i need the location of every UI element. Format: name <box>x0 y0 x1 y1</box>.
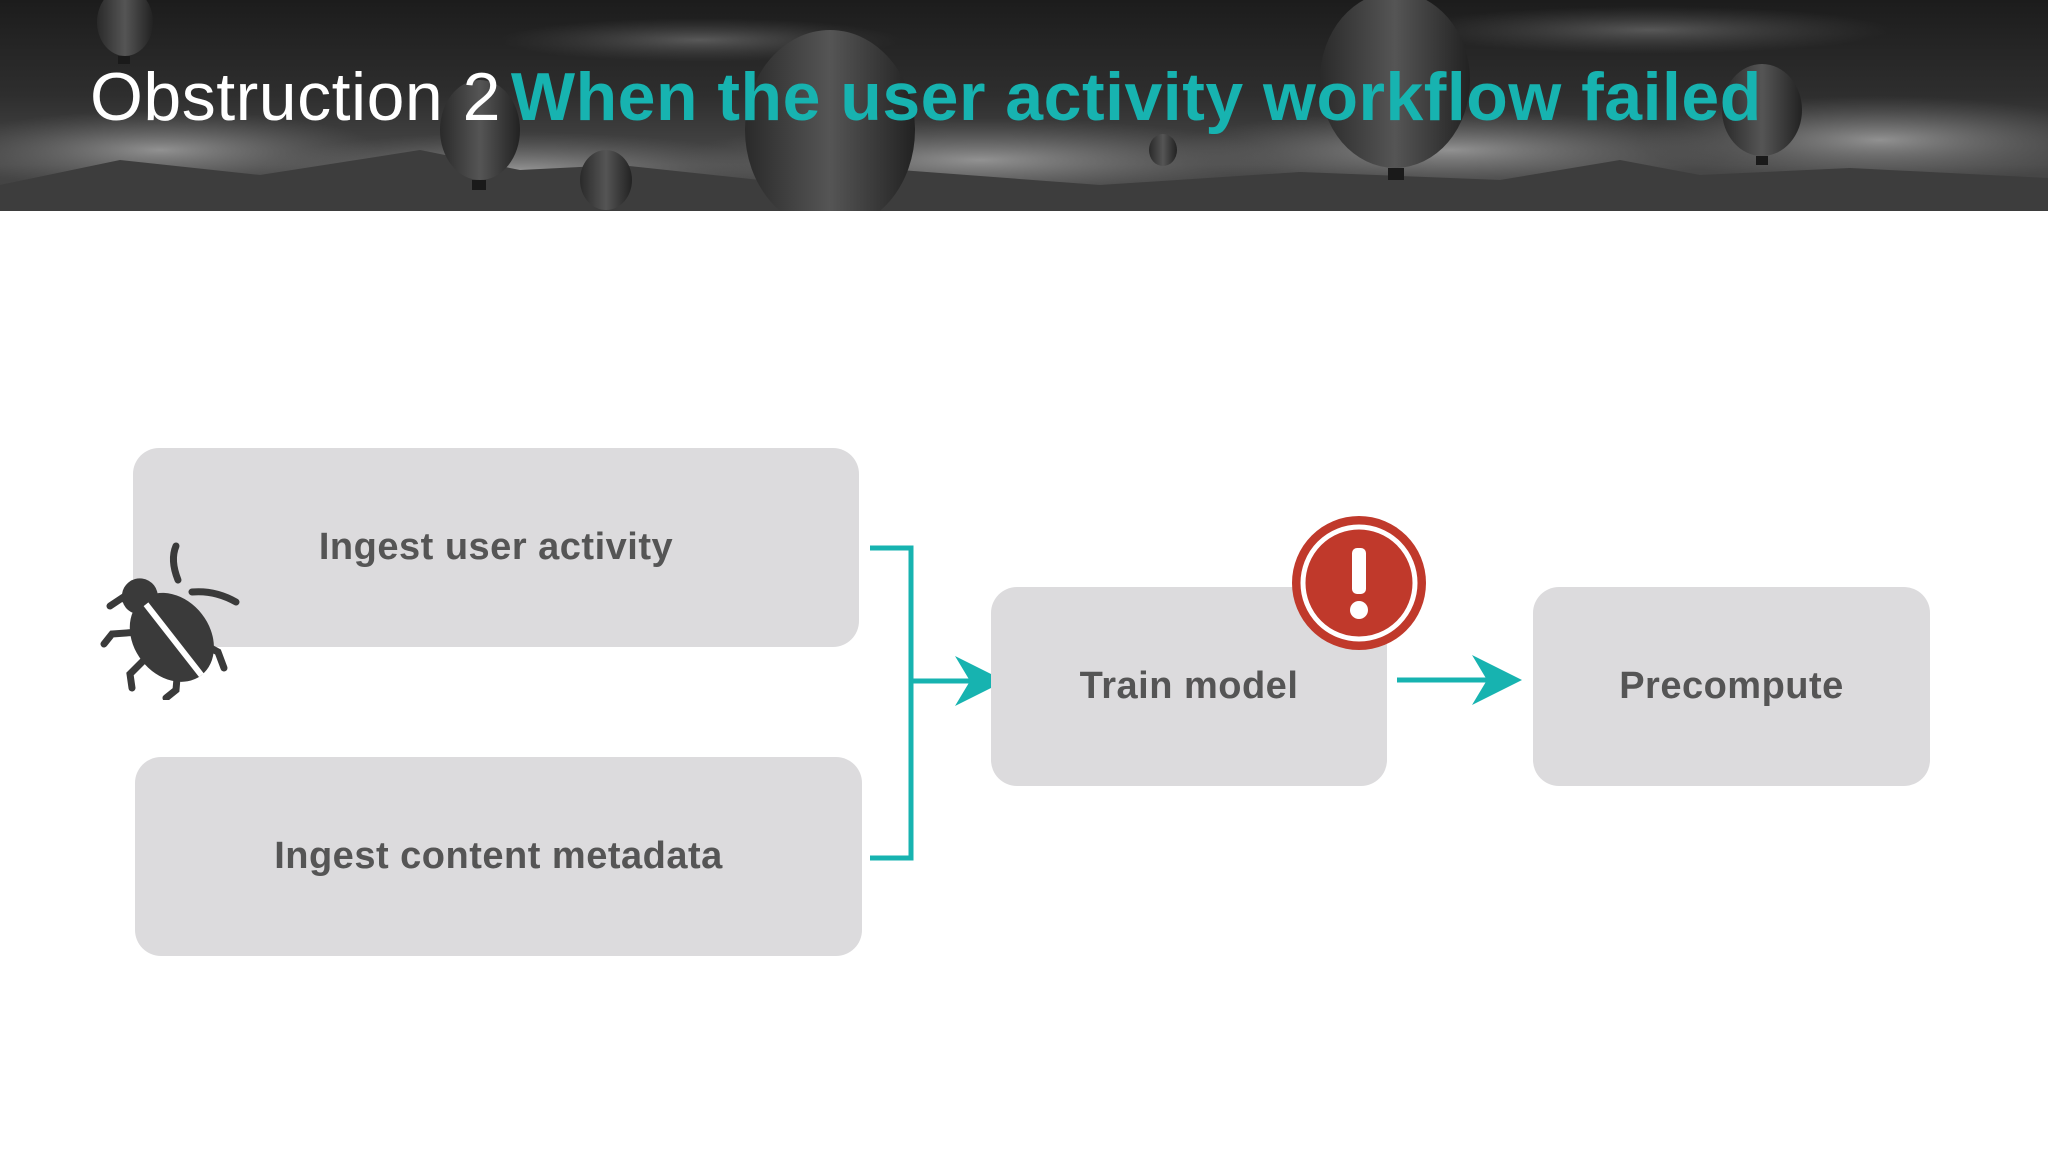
title-main: When the user activity workflow failed <box>510 59 1762 135</box>
node-ingest-user-activity: Ingest user activity <box>133 448 859 647</box>
node-precompute: Precompute <box>1533 587 1930 786</box>
title-prefix: Obstruction 2 <box>90 59 501 135</box>
node-ingest-content-metadata: Ingest content metadata <box>135 757 862 956</box>
hot-air-balloons-background-image <box>0 0 2048 211</box>
connector-ingest-user-to-merge <box>870 545 914 861</box>
bug-icon <box>100 542 240 700</box>
alert-icon <box>1292 516 1426 650</box>
